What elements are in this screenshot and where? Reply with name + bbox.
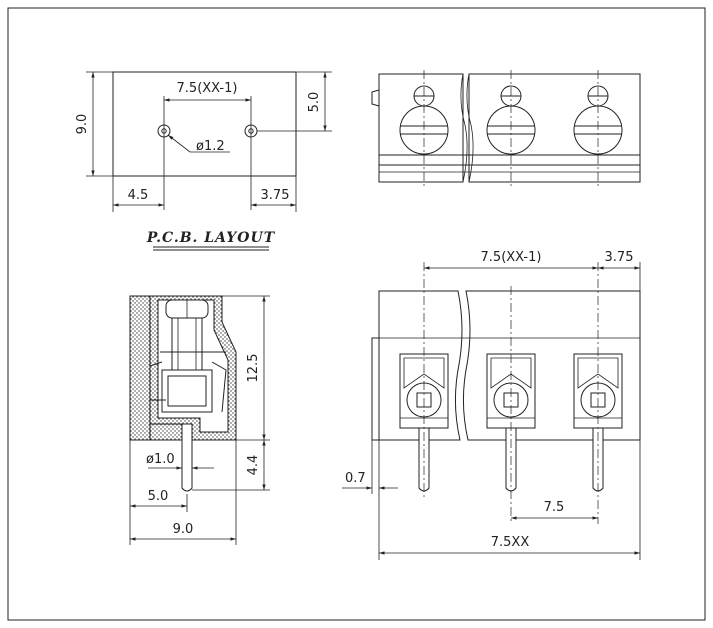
- side-pin: [181, 423, 193, 492]
- pcb-layout-view: 7.5(XX-1) ø1.2 9.0 5.0 4.5 3.75 P.C.B. L…: [75, 71, 332, 251]
- front-pin-3: [592, 427, 604, 492]
- pcb-right-margin-label: 3.75: [261, 188, 290, 203]
- pcb-left-margin-label: 4.5: [128, 188, 149, 203]
- pcb-hole-dia-label: ø1.2: [196, 139, 225, 154]
- pcb-height-label: 9.0: [75, 114, 90, 135]
- front-view: 7.5(XX-1) 3.75 0.7 7.5 7.5XX: [342, 250, 641, 560]
- front-total-length-label: 7.5XX: [491, 535, 530, 550]
- front-pitch-total-label: 7.5(XX-1): [481, 250, 542, 265]
- drawing-frame: [7, 7, 706, 621]
- pcb-outline: [112, 71, 297, 177]
- front-terminal-1: [399, 353, 449, 492]
- side-section-view: 12.5 4.4 ø1.0 5.0 9.0: [129, 295, 270, 545]
- pcb-layout-title: P.C.B. LAYOUT: [146, 230, 276, 246]
- side-pin-length-label: 4.4: [246, 455, 261, 476]
- side-height-label: 12.5: [246, 354, 261, 383]
- front-edge-offset-label: 3.75: [605, 250, 634, 265]
- side-pin-offset-label: 5.0: [148, 489, 169, 504]
- top-view: [371, 70, 641, 186]
- pcb-top-offset-label: 5.0: [307, 92, 322, 113]
- screw-shank: [171, 317, 203, 377]
- pcb-pitch-label: 7.5(XX-1): [177, 81, 238, 96]
- wire-clamp: [161, 369, 213, 413]
- front-pin-width-label: 0.7: [345, 471, 366, 486]
- front-pin-1: [418, 427, 430, 492]
- front-pitch-label: 7.5: [544, 500, 565, 515]
- side-depth-label: 9.0: [173, 522, 194, 537]
- side-pin-dia-label: ø1.0: [146, 452, 175, 467]
